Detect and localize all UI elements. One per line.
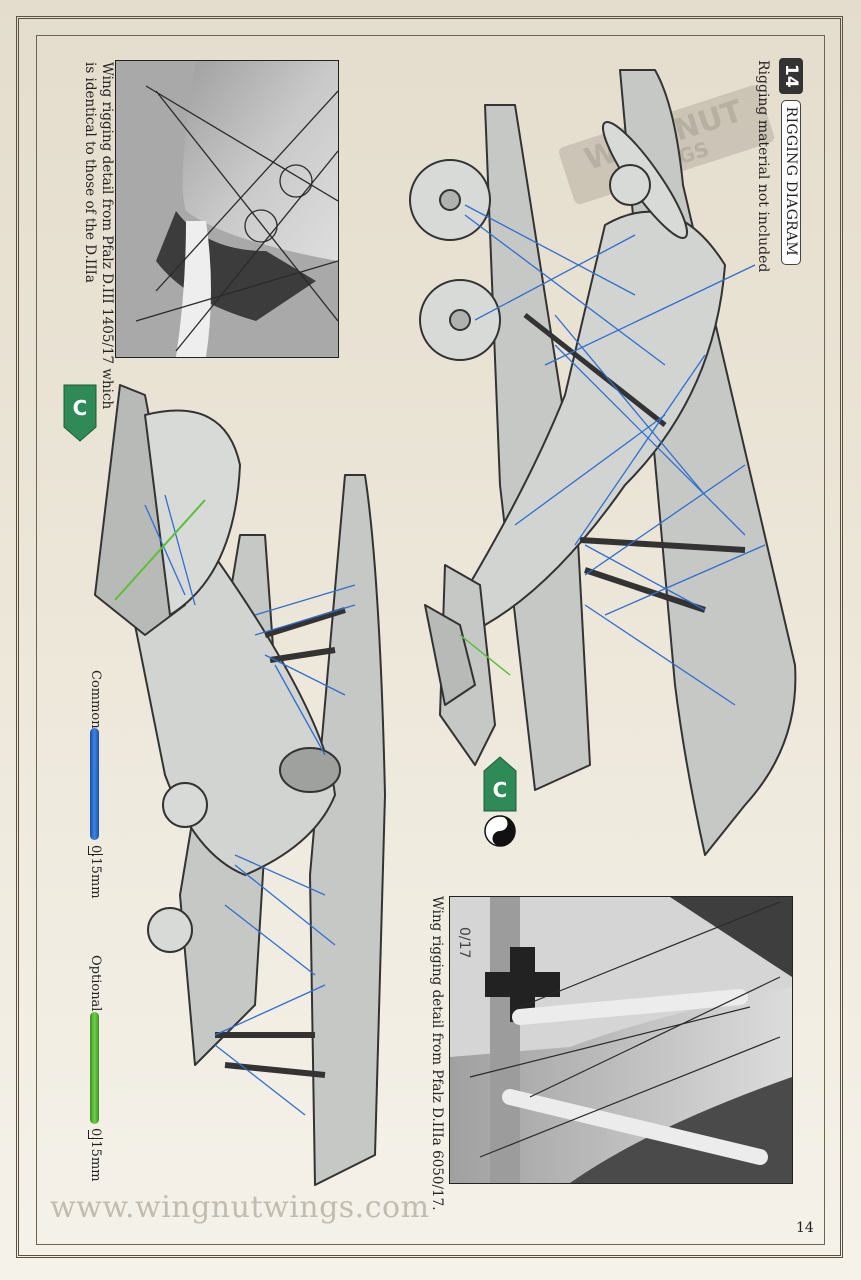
lower-wing [484, 104, 591, 791]
top-rigging-photo [115, 60, 339, 358]
legend-common-line [90, 728, 99, 840]
page-border-inner [36, 35, 825, 1245]
website-watermark: www.wingnutwings.com [50, 1190, 430, 1225]
wheel-a [162, 782, 208, 828]
wheel-b [147, 907, 193, 953]
callout-c-left-label: C [73, 396, 88, 420]
svg-text:0/17: 0/17 [456, 927, 472, 958]
tail-left [94, 384, 186, 636]
cockpit [279, 747, 341, 793]
legend-common-label: Common [88, 670, 103, 729]
rigging-diagram-underside-view [94, 384, 386, 1186]
legend-optional-label: Optional [88, 955, 103, 1012]
page-border-outer [16, 16, 843, 1258]
bottom-rigging-photo: 0/17 [449, 896, 793, 1184]
legend-optional-bracket [88, 1130, 103, 1139]
page-number: 14 [796, 1220, 814, 1236]
optional-symbol-icon [484, 815, 516, 847]
top-caption-line-1: Wing rigging detail from Pfalz D.III 140… [99, 62, 115, 410]
top-photo-caption: Wing rigging detail from Pfalz D.III 140… [81, 62, 115, 409]
callout-c-right: C [483, 756, 517, 847]
callout-c-left: C [63, 384, 97, 442]
legend-common-size: 0.15mm [88, 845, 103, 899]
legend-common-bracket [88, 846, 103, 855]
upper-wing-left [309, 474, 386, 1186]
legend-optional-size: 0.15mm [88, 1128, 103, 1182]
rigging-diagram-top-view [409, 69, 797, 856]
legend-optional-line [90, 1012, 99, 1124]
callout-c-right-label: C [493, 778, 508, 802]
fuselage [444, 210, 726, 666]
top-caption-line-2: is identical to those of the D.IIIa [82, 62, 98, 283]
bottom-photo-caption: Wing rigging detail from Pfalz D.IIIa 60… [429, 896, 445, 1211]
